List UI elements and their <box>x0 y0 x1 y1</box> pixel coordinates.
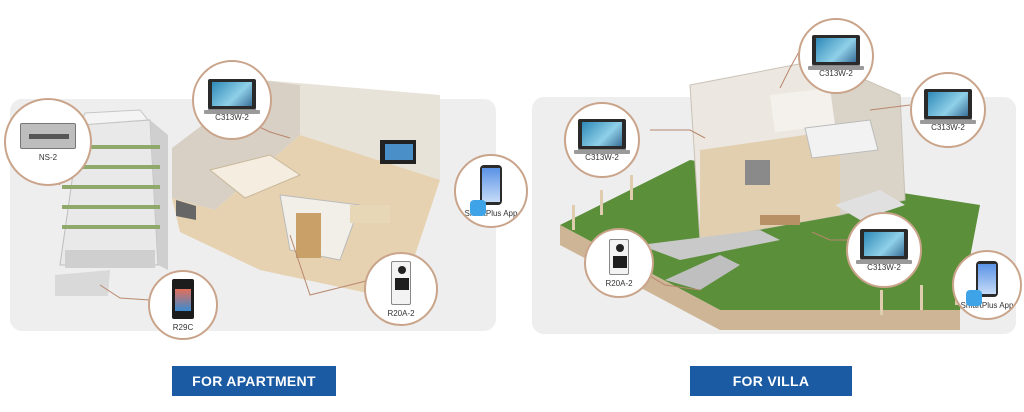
villa-lower-monitor-label: C313W-2 <box>867 262 901 272</box>
apt-monitor-callout: C313W-2 <box>192 60 272 140</box>
for-apartment-button[interactable]: FOR APARTMENT <box>172 366 336 396</box>
r29c-callout: R29C <box>148 270 218 340</box>
villa-app-callout: SmartPlus App <box>952 250 1022 320</box>
villa-app-label: SmartPlus App <box>960 300 1014 310</box>
villa-left-monitor-label: C313W-2 <box>585 152 619 162</box>
ns-2-callout: NS-2 <box>4 98 92 186</box>
apt-monitor-label: C313W-2 <box>215 112 249 122</box>
smartphone-icon <box>976 260 998 297</box>
smartphone-icon <box>480 164 502 205</box>
door-phone-icon <box>609 238 629 275</box>
r29c-leader-line <box>99 284 151 301</box>
ns-2-device-icon <box>20 122 76 149</box>
villa-door-callout: R20A-2 <box>584 228 654 298</box>
villa-lower-leader-line <box>811 231 850 241</box>
monitor-icon <box>574 118 630 154</box>
apt-app-label: SmartPlus App <box>464 208 518 218</box>
villa-lower-monitor-callout: C313W-2 <box>846 212 922 288</box>
door-panel-icon <box>172 278 194 319</box>
apt-door-leader-line <box>289 234 371 296</box>
smartplus-app-icon <box>966 290 982 306</box>
monitor-icon <box>856 228 912 264</box>
monitor-icon <box>920 88 976 124</box>
villa-left-monitor-callout: C313W-2 <box>564 102 640 178</box>
r29c-label: R29C <box>172 322 194 332</box>
door-phone-icon <box>391 260 411 305</box>
villa-right-monitor-label: C313W-2 <box>931 122 965 132</box>
apt-door-label: R20A-2 <box>387 308 415 318</box>
villa-left-leader-line <box>650 129 706 139</box>
monitor-icon <box>808 34 864 70</box>
monitor-icon <box>204 78 260 114</box>
villa-top-monitor-callout: C313W-2 <box>798 18 874 94</box>
villa-top-leader-line <box>779 49 801 89</box>
smartplus-app-icon <box>470 200 486 216</box>
villa-door-label: R20A-2 <box>605 278 633 288</box>
villa-right-monitor-callout: C313W-2 <box>910 72 986 148</box>
apt-app-callout: SmartPlus App <box>454 154 528 228</box>
villa-top-monitor-label: C313W-2 <box>819 68 853 78</box>
for-villa-button[interactable]: FOR VILLA <box>690 366 852 396</box>
apt-door-callout: R20A-2 <box>364 252 438 326</box>
villa-right-leader-line <box>869 104 911 111</box>
ns-2-label: NS-2 <box>38 152 58 162</box>
